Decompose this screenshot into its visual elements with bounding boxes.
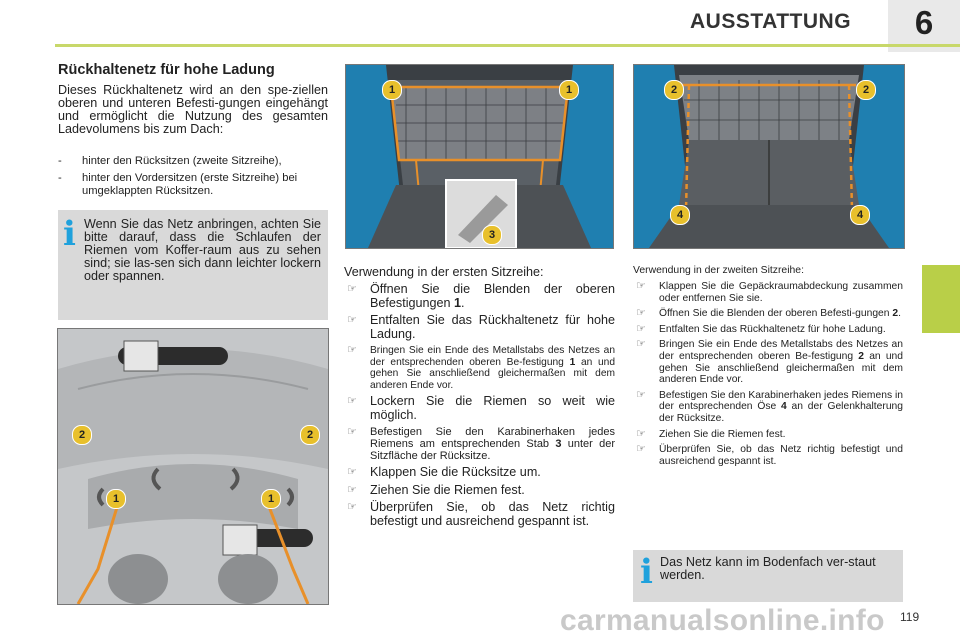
list-item: - hinter den Rücksitzen (zweite Sitzreih… <box>58 155 328 168</box>
callout-badge: 3 <box>482 225 502 245</box>
step-text: Befestigen Sie den Karabinerhaken jedes … <box>370 426 615 450</box>
pointing-hand-icon: ☞ <box>636 388 646 401</box>
pointing-hand-icon: ☞ <box>636 280 646 292</box>
pointing-hand-icon: ☞ <box>347 283 357 295</box>
callout-badge: 2 <box>300 425 320 445</box>
step-ref: 1 <box>454 295 462 310</box>
instruction-step: ☞ Klappen Sie die Gepäckraumabdeckung zus… <box>633 280 903 304</box>
info-note-text: Wenn Sie das Netz anbringen, achten Sie … <box>84 217 321 283</box>
first-row-heading: Verwendung in der ersten Sitzreihe: <box>344 265 544 279</box>
callout-badge: 4 <box>670 205 690 225</box>
second-row-net-illustration: 2 2 4 4 <box>633 64 905 249</box>
callout-badge: 2 <box>856 80 876 100</box>
pointing-hand-icon: ☞ <box>347 314 357 326</box>
instruction-step: ☞ Klappen Sie die Rücksitze um. <box>344 465 615 480</box>
step-text: Klappen Sie die Gepäckraumabdeckung zusa… <box>659 281 903 304</box>
step-text: unter der Sitzfläche der Rücksitze. <box>370 438 615 462</box>
callout-badge: 1 <box>106 489 126 509</box>
instruction-step: ☞ Bringen Sie ein Ende des Metallstabs de… <box>633 339 903 385</box>
watermark: carmanualsonline.info <box>560 604 885 637</box>
step-text: Entfalten Sie das Rückhaltenetz für hohe… <box>370 313 615 341</box>
step-ref: 2 <box>858 350 865 362</box>
step-text: an und gehen Sie anschließend gleicherma… <box>370 356 615 391</box>
callout-badge: 1 <box>559 80 579 100</box>
instruction-step: ☞ Überprüfen Sie, ob das Netz richtig bef… <box>344 500 615 528</box>
step-text: Überprüfen Sie, ob das Netz richtig befe… <box>370 500 615 528</box>
dash-marker: - <box>58 172 62 184</box>
pointing-hand-icon: ☞ <box>347 501 357 513</box>
pointing-hand-icon: ☞ <box>347 466 357 478</box>
list-item-text: hinter den Rücksitzen (zweite Sitzreihe)… <box>82 155 282 167</box>
chapter-side-tab <box>922 265 960 333</box>
pointing-hand-icon: ☞ <box>347 483 357 496</box>
pointing-hand-icon: ☞ <box>636 338 646 351</box>
callout-badge: 1 <box>382 80 402 100</box>
callout-badge: 1 <box>261 489 281 509</box>
instruction-step: ☞ Lockern Sie die Riemen so weit wie mögl… <box>344 394 615 422</box>
list-item: - hinter den Vordersitzen (erste Sitzrei… <box>58 172 328 198</box>
step-text: Öffnen Sie die Blenden der oberen Befest… <box>370 282 615 310</box>
step-ref: 1 <box>569 356 576 368</box>
section-title: Rückhaltenetz für hohe Ladung <box>58 62 275 78</box>
second-row-heading: Verwendung in der zweiten Sitzreihe: <box>633 265 804 276</box>
step-text: an der Gelenkhalterung der Rücksitze. <box>659 401 904 424</box>
header-divider <box>55 44 960 47</box>
instruction-step: ☞ Ziehen Sie die Riemen fest. <box>344 482 615 498</box>
page-number: 119 <box>900 610 920 624</box>
step-text: Bringen Sie ein Ende des Metallstabs des… <box>370 345 615 368</box>
instruction-step: ☞ Befestigen Sie den Karabinerhaken jedes… <box>344 426 615 462</box>
step-text: . <box>898 308 901 320</box>
step-text: Bringen Sie ein Ende des Metallstabs des… <box>659 339 903 362</box>
instruction-step: ☞ Öffnen Sie die Blenden der oberen Befes… <box>344 282 615 310</box>
chapter-box <box>888 0 960 52</box>
info-icon: i <box>63 214 76 254</box>
instruction-step: ☞ Überprüfen Sie, ob das Netz richtig bef… <box>633 444 903 467</box>
pointing-hand-icon: ☞ <box>636 443 646 456</box>
pointing-hand-icon: ☞ <box>636 427 646 440</box>
step-text: Ziehen Sie die Riemen fest. <box>370 482 525 497</box>
chapter-number: 6 <box>914 4 934 41</box>
roof-illustration-svg <box>58 329 328 604</box>
first-row-net-illustration: 1 1 3 <box>345 64 614 249</box>
info-note-text: Das Netz kann im Bodenfach ver-staut wer… <box>660 555 876 582</box>
step-text: Klappen Sie die Rücksitze um. <box>370 465 541 479</box>
step-text: . <box>461 295 465 310</box>
instruction-step: ☞ Entfalten Sie das Rückhaltenetz für hoh… <box>633 322 903 336</box>
step-text: Lockern Sie die Riemen so weit wie mögli… <box>370 394 615 422</box>
step-text: Öffnen Sie die Blenden der oberen Befest… <box>659 308 893 320</box>
step-text: an und gehen Sie anschließend gleicherma… <box>659 350 904 386</box>
info-note: i Wenn Sie das Netz anbringen, achten Si… <box>58 210 328 320</box>
step-text: Ziehen Sie die Riemen fest. <box>659 428 786 440</box>
callout-badge: 4 <box>850 205 870 225</box>
step-ref: 2 <box>892 308 899 320</box>
callout-badge: 2 <box>72 425 92 445</box>
info-note: i Das Netz kann im Bodenfach ver-staut w… <box>633 550 903 602</box>
instruction-step: ☞ Öffnen Sie die Blenden der oberen Befes… <box>633 308 903 320</box>
instruction-step: ☞ Ziehen Sie die Riemen fest. <box>633 427 903 441</box>
step-text: Entfalten Sie das Rückhaltenetz für hohe… <box>659 323 886 335</box>
chapter-title: AUSSTATTUNG <box>690 10 852 33</box>
intro-paragraph: Dieses Rückhaltenetz wird an den spe-zie… <box>58 83 328 136</box>
pointing-hand-icon: ☞ <box>636 307 646 320</box>
step-text: Befestigen Sie den Karabinerhaken jedes … <box>659 389 903 413</box>
step-ref: 3 <box>555 438 562 450</box>
instruction-step: ☞ Befestigen Sie den Karabinerhaken jedes… <box>633 388 904 425</box>
car1-illustration-svg <box>346 65 613 248</box>
list-item-text: hinter den Vordersitzen (erste Sitzreihe… <box>82 172 298 197</box>
instruction-step: ☞ Entfalten Sie das Rückhaltenetz für hoh… <box>344 313 615 341</box>
dash-marker: - <box>58 155 62 167</box>
pointing-hand-icon: ☞ <box>347 344 357 356</box>
second-row-instructions: Verwendung in der zweiten Sitzreihe: ☞ Kl… <box>633 265 903 471</box>
pointing-hand-icon: ☞ <box>347 395 357 407</box>
instruction-step: ☞ Bringen Sie ein Ende des Metallstabs de… <box>344 344 615 391</box>
step-ref: 4 <box>781 401 787 413</box>
callout-badge: 2 <box>664 80 684 100</box>
first-row-instructions: Verwendung in der ersten Sitzreihe: ☞ Öff… <box>344 265 615 532</box>
roof-anchor-illustration: 2 2 1 1 <box>57 328 329 605</box>
pointing-hand-icon: ☞ <box>636 322 646 335</box>
pointing-hand-icon: ☞ <box>347 426 357 438</box>
step-text: Überprüfen Sie, ob das Netz richtig befe… <box>659 444 903 467</box>
info-icon: i <box>640 552 653 592</box>
